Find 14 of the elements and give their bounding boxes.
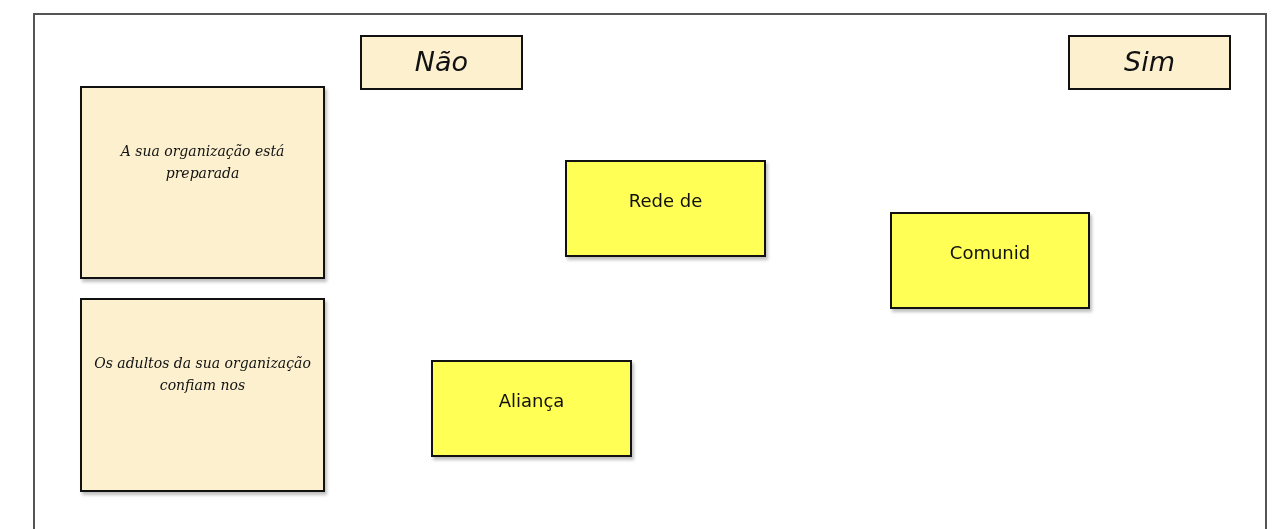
node-text: Sim [1124, 46, 1175, 79]
question-card [80, 298, 325, 492]
sticky-note [890, 212, 1090, 309]
node-text: Comunid [949, 241, 1031, 264]
header-box [360, 35, 523, 90]
sticky-note [565, 160, 766, 257]
node-text: Os adultos da sua organização confiam nos [93, 354, 312, 396]
node-text: Não [414, 46, 469, 79]
question-card [80, 86, 325, 279]
node-text: Rede de [628, 189, 703, 212]
sticky-note [431, 360, 632, 457]
node-text: A sua organização está preparada [118, 142, 286, 184]
header-box [1068, 35, 1231, 90]
node-text: Aliança [498, 389, 565, 412]
